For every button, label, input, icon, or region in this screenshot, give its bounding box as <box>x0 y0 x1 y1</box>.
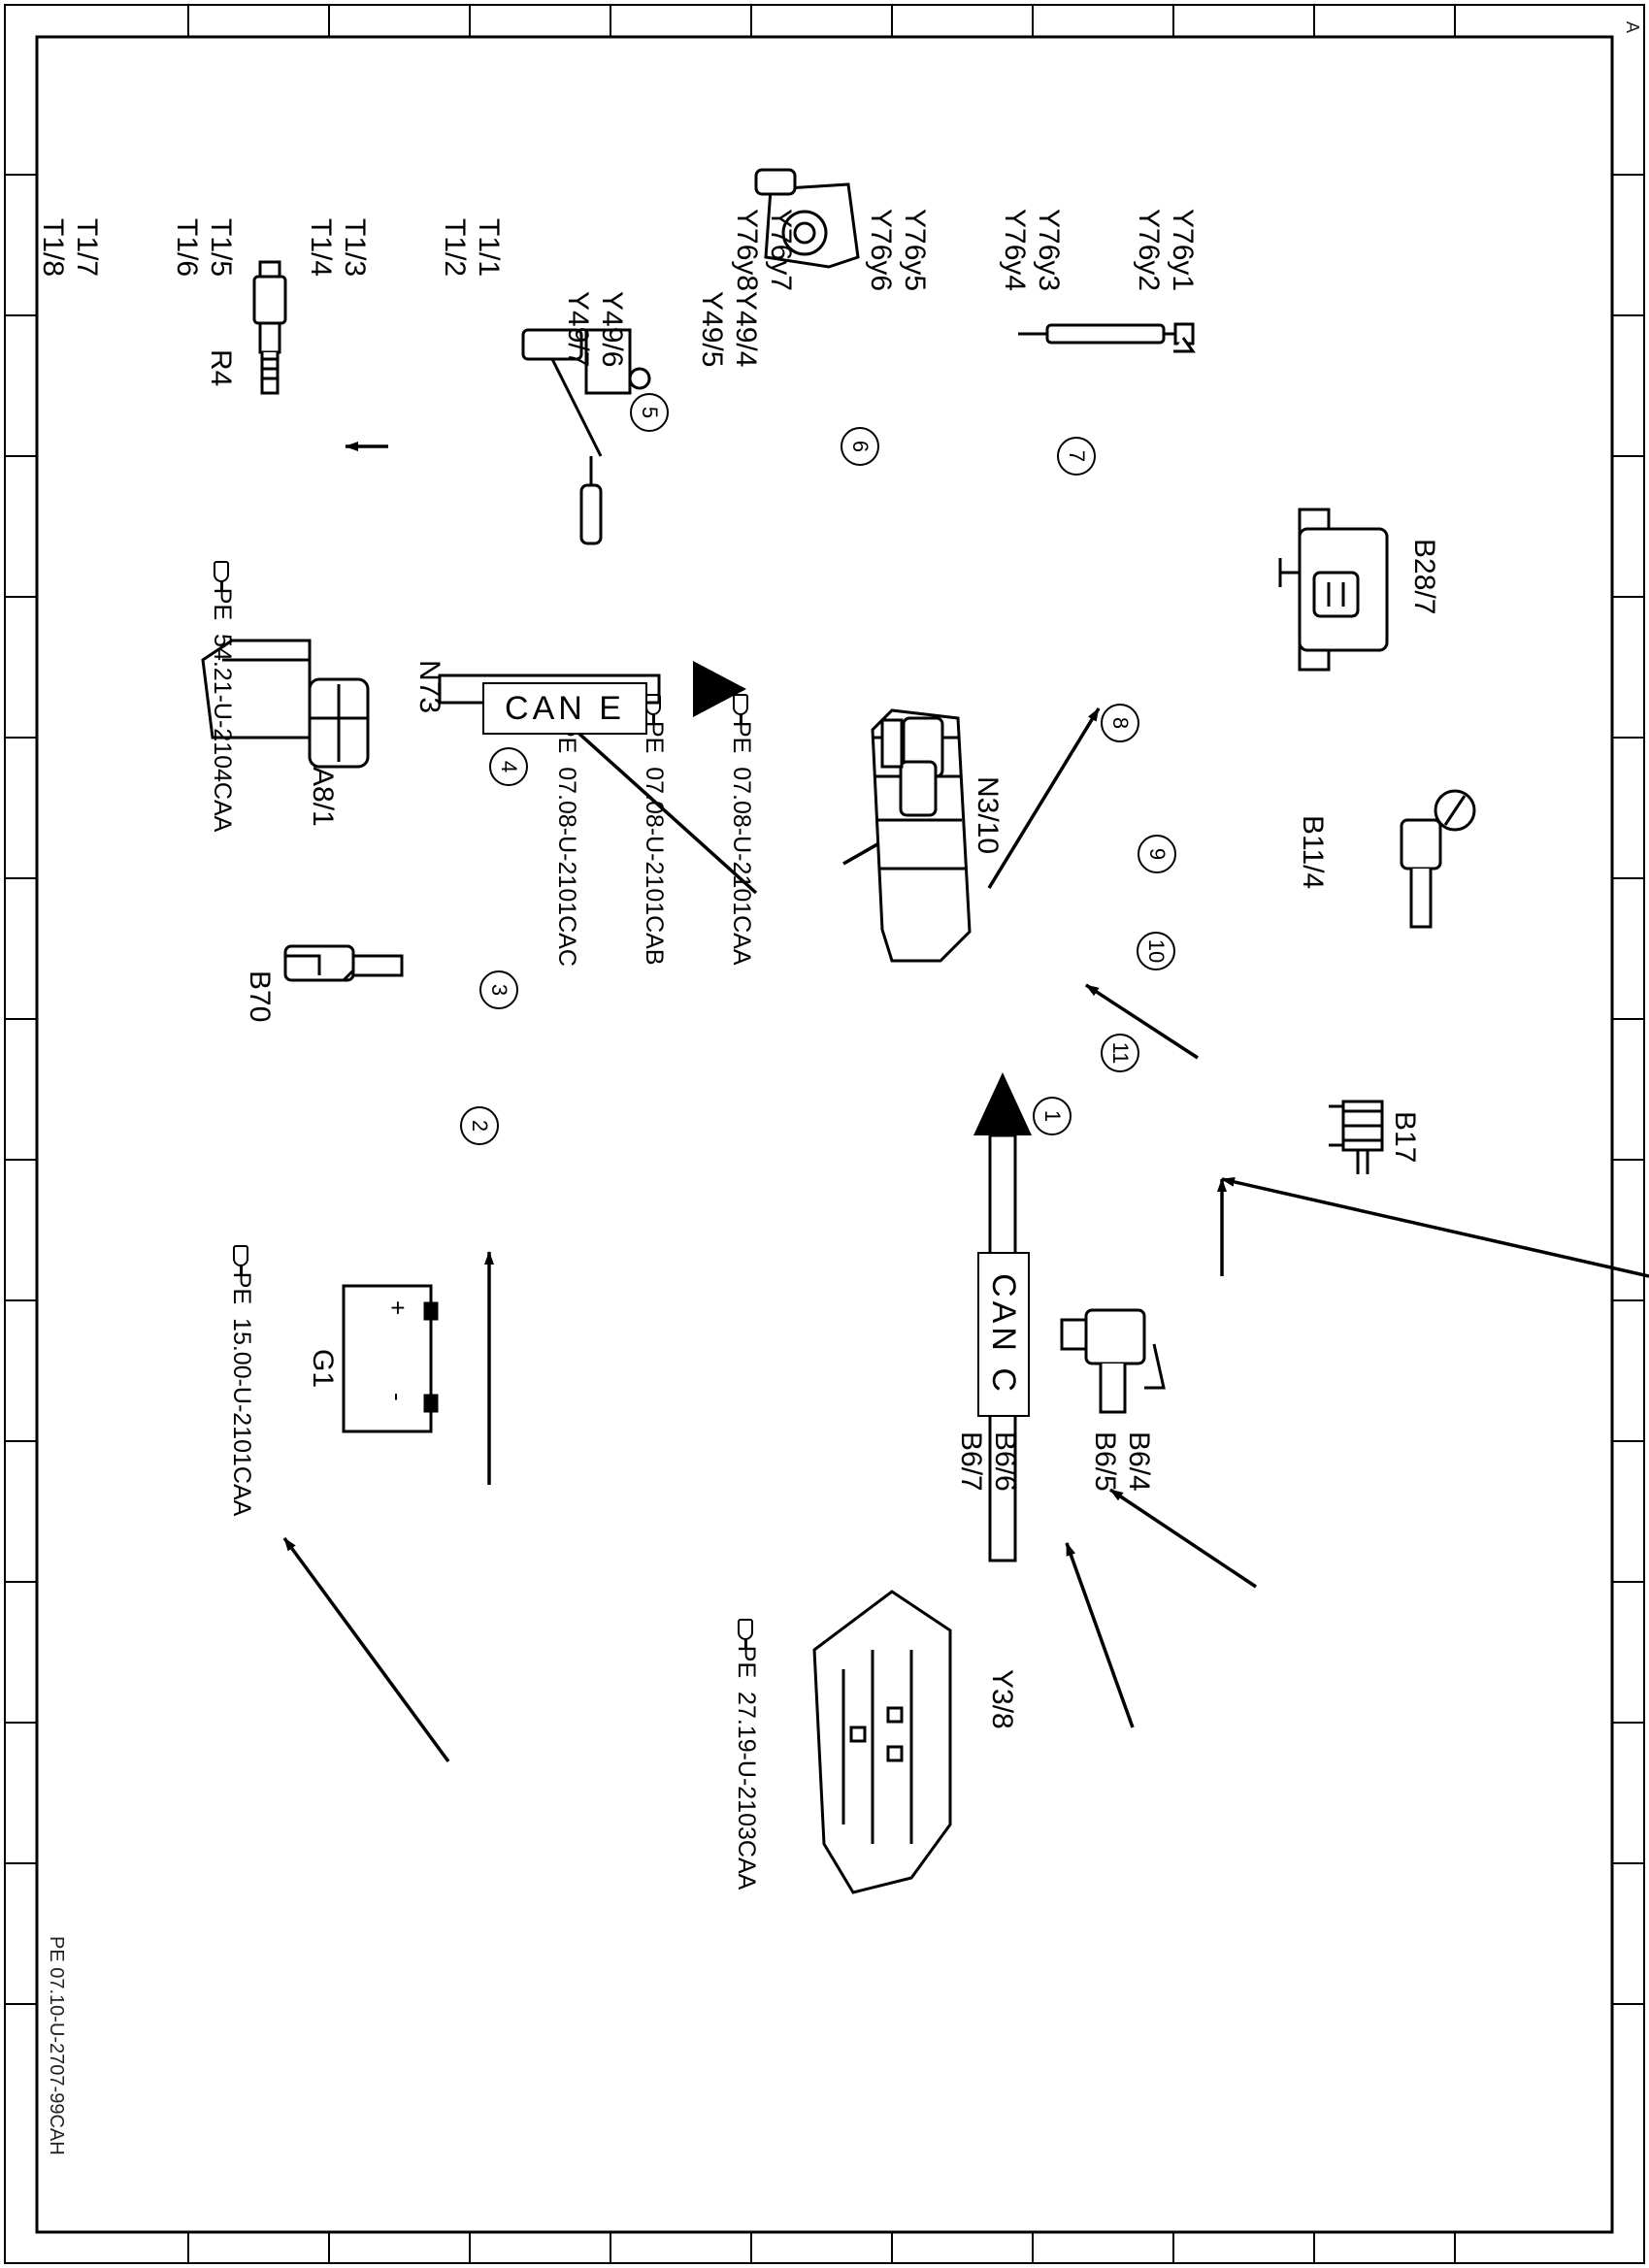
battery-drawing <box>342 1284 439 1433</box>
camshaft-solenoid-drawing <box>754 168 860 269</box>
label-g1-minus: - <box>383 1393 412 1401</box>
hall-sensor-drawing <box>1060 1308 1166 1414</box>
callout-3: 3 <box>479 970 518 1009</box>
pointer-icon <box>213 560 229 582</box>
arrow-7 <box>987 707 1101 889</box>
col-label: A <box>1623 21 1642 34</box>
document-id: PE 07.10-U-2707-99CAH <box>46 1936 67 2155</box>
frame-ticks <box>5 5 1644 2263</box>
injector-drawing <box>1018 322 1196 353</box>
connection-arrows <box>282 442 1649 1763</box>
pointer-icon <box>644 694 661 715</box>
label-b70: B70 <box>244 970 276 1023</box>
label-n3-10: N3/10 <box>972 776 1004 855</box>
ecu-n3-10-drawing <box>871 708 972 963</box>
ref-list-n3-10: PE 07.08-U-2101CAA PE 07.08-U-2101CAB PE… <box>494 694 814 985</box>
label-a8-1: A8/1 <box>307 767 339 827</box>
label-g1: G1 <box>307 1349 339 1389</box>
arrow-10 <box>1109 1488 1257 1589</box>
crankshaft-sensor-drawing <box>283 944 404 982</box>
label-g1-plus: + <box>383 1300 412 1316</box>
callout-9: 9 <box>1138 835 1176 873</box>
ref-n3-10-a: PE 07.08-U-2101CAA <box>727 694 756 985</box>
transmission-control-drawing <box>812 1590 952 1894</box>
callout-2: 2 <box>460 1106 499 1145</box>
label-b17: B17 <box>1389 1111 1421 1164</box>
ignition-switch-drawing <box>201 639 370 769</box>
arrow-2 <box>282 1536 450 1763</box>
label-b28-7: B28/7 <box>1408 539 1440 615</box>
callout-6: 6 <box>841 427 879 466</box>
callout-8: 8 <box>1101 704 1139 742</box>
callout-11: 11 <box>1101 1034 1139 1072</box>
arrow-5 <box>560 716 758 895</box>
pointer-icon <box>232 1244 248 1266</box>
arrow-11 <box>1065 1542 1135 1728</box>
label-b11-4: B11/4 <box>1297 815 1329 890</box>
ref-n3-10-b: PE 07.08-U-2101CAB <box>640 694 669 985</box>
callout-7: 7 <box>1057 437 1096 476</box>
spark-plug-drawing <box>252 260 287 395</box>
pointer-icon <box>737 1618 753 1640</box>
arrow-8 <box>1085 983 1199 1060</box>
pressure-sensor-drawing <box>1278 508 1389 672</box>
label-n73: N73 <box>413 660 445 714</box>
intake-temp-sensor-drawing <box>1329 1100 1384 1174</box>
ignition-coil-drawing <box>521 328 651 545</box>
tag-can-e: CAN E <box>482 682 647 735</box>
coolant-sensor-drawing <box>1400 789 1476 929</box>
pointer-icon <box>732 694 748 715</box>
ref-g1: PE 15.00-U-2101CAA <box>198 1218 285 1516</box>
tag-can-c: CAN C <box>977 1252 1030 1417</box>
ref-y3-8: PE 27.19-U-2103CAA <box>703 1592 790 1890</box>
ref-n73: PE 54.21-U-2104CAA <box>179 534 266 832</box>
frame <box>4 4 1645 2264</box>
callout-1: 1 <box>1033 1097 1072 1135</box>
label-y3-8: Y3/8 <box>986 1669 1018 1729</box>
callout-10: 10 <box>1137 932 1175 970</box>
label-r4: R4 <box>205 349 237 387</box>
ref-n3-10-c: PE 07.08-U-2101CAC <box>552 694 581 985</box>
callout-5: 5 <box>630 393 669 432</box>
callout-4: 4 <box>489 747 528 786</box>
arrow-9 <box>1221 1177 1649 1278</box>
